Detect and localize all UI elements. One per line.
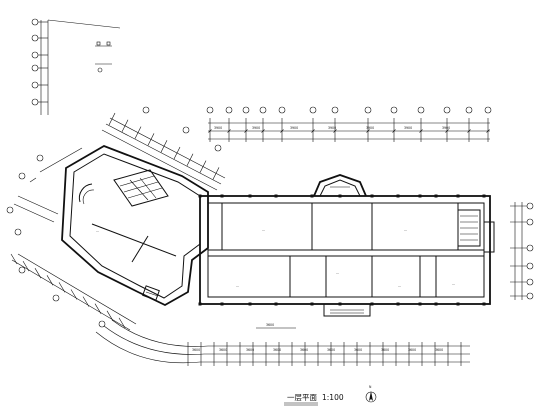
top-dim-label: 3900 bbox=[328, 126, 336, 130]
room-label-6: … bbox=[452, 282, 455, 286]
top-dim-label: 3900 bbox=[290, 126, 298, 130]
north-arrow: N bbox=[365, 385, 377, 403]
dimension-tag-text: 3600 bbox=[266, 323, 274, 327]
top-dim-label: 3900 bbox=[366, 126, 374, 130]
room-labels: … … … … … … … bbox=[96, 228, 455, 288]
bottom-dim-label: 3600 bbox=[408, 348, 416, 352]
room-label-4: … bbox=[336, 271, 339, 275]
bottom-dim-label: 3600 bbox=[192, 348, 200, 352]
dimension-tag: 3600 bbox=[256, 323, 296, 329]
top-dimension-string: 3900 3900 3900 3900 3900 3900 3900 bbox=[206, 106, 492, 142]
drawing-title: 一层平面 bbox=[287, 393, 317, 402]
bottom-dim-label: 3600 bbox=[219, 348, 227, 352]
drawing-scale: 1:100 bbox=[322, 393, 344, 402]
room-label-2: … bbox=[404, 228, 407, 232]
building-walls bbox=[61, 145, 495, 317]
bottom-dim-label: 3600 bbox=[354, 348, 362, 352]
bottom-site-curve: 3600 3600 3600 3600 3600 3600 3600 3600 3600 3600 bbox=[95, 319, 470, 366]
room-label-1: … bbox=[262, 228, 265, 232]
top-dim-label: 3900 bbox=[252, 126, 260, 130]
bottom-dim-label: 3600 bbox=[300, 348, 308, 352]
room-label-5: … bbox=[398, 284, 401, 288]
bottom-dim-label: 3600 bbox=[435, 348, 443, 352]
right-dimension-string bbox=[510, 202, 534, 300]
left-axis-grid bbox=[31, 18, 121, 115]
bottom-dim-label: 3600 bbox=[381, 348, 389, 352]
diagonal-dimension-upper bbox=[101, 106, 226, 191]
diagonal-dimension-left bbox=[6, 147, 137, 331]
bottom-dim-label: 3600 bbox=[327, 348, 335, 352]
bottom-dim-label: 3600 bbox=[273, 348, 281, 352]
bottom-dim-label: 3600 bbox=[246, 348, 254, 352]
top-dim-label: 3900 bbox=[404, 126, 412, 130]
top-dim-label: 3900 bbox=[214, 126, 222, 130]
column-detail bbox=[95, 41, 112, 73]
top-dim-label: 3900 bbox=[442, 126, 450, 130]
north-label: N bbox=[369, 385, 372, 389]
room-label-3: … bbox=[236, 284, 239, 288]
drawing-title-block: 一层平面 1:100 bbox=[284, 393, 344, 406]
room-label-7: … bbox=[96, 229, 99, 233]
